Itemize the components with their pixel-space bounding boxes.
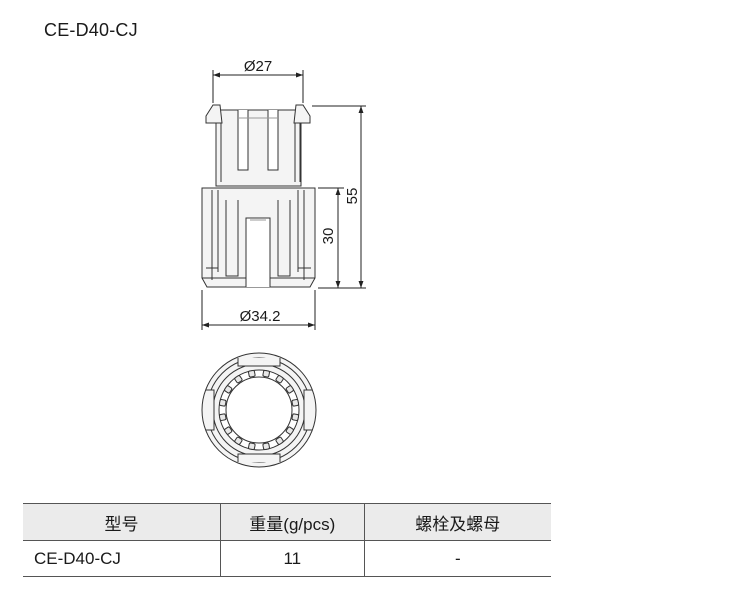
inner-rib bbox=[234, 375, 243, 384]
inner-rib bbox=[262, 442, 270, 451]
inner-rib bbox=[262, 369, 270, 378]
dimension-lower-height bbox=[318, 187, 344, 288]
inner-rib bbox=[248, 442, 256, 451]
dimension-top-diameter-label: Ø27 bbox=[244, 58, 272, 75]
dimension-total-height-label: 55 bbox=[344, 188, 361, 205]
table-row: CE-D40-CJ 11 - bbox=[23, 540, 551, 577]
inner-rib bbox=[285, 426, 294, 435]
dimension-top-diameter bbox=[212, 70, 304, 103]
inner-rib bbox=[248, 369, 256, 378]
header-bolt-nut: 螺栓及螺母 bbox=[363, 503, 551, 541]
cell-model: CE-D40-CJ bbox=[23, 540, 221, 577]
top-view bbox=[201, 352, 317, 468]
dimension-bottom-diameter-label: Ø34.2 bbox=[240, 308, 281, 325]
inner-rib bbox=[224, 426, 233, 435]
spec-table: 型号 重量(g/pcs) 螺栓及螺母 CE-D40-CJ 11 - bbox=[23, 503, 551, 577]
cell-weight: 11 bbox=[219, 540, 365, 577]
table-header-row: 型号 重量(g/pcs) 螺栓及螺母 bbox=[23, 503, 551, 541]
inner-rib bbox=[285, 385, 294, 394]
inner-rib bbox=[291, 413, 300, 421]
inner-rib bbox=[291, 399, 300, 407]
inner-rib bbox=[234, 436, 243, 445]
dimension-bottom-diameter bbox=[201, 290, 316, 330]
cell-bolt-nut: - bbox=[363, 540, 551, 577]
header-weight: 重量(g/pcs) bbox=[219, 503, 365, 541]
header-model: 型号 bbox=[23, 503, 221, 541]
inner-rib bbox=[224, 385, 233, 394]
inner-rib bbox=[275, 436, 284, 445]
inner-rib bbox=[218, 399, 227, 407]
dimension-lower-height-label: 30 bbox=[320, 228, 337, 245]
side-view bbox=[201, 104, 316, 288]
dimension-total-height bbox=[312, 105, 366, 289]
inner-rib bbox=[275, 375, 284, 384]
inner-rib bbox=[218, 413, 227, 421]
model-title: CE-D40-CJ bbox=[44, 20, 138, 40]
